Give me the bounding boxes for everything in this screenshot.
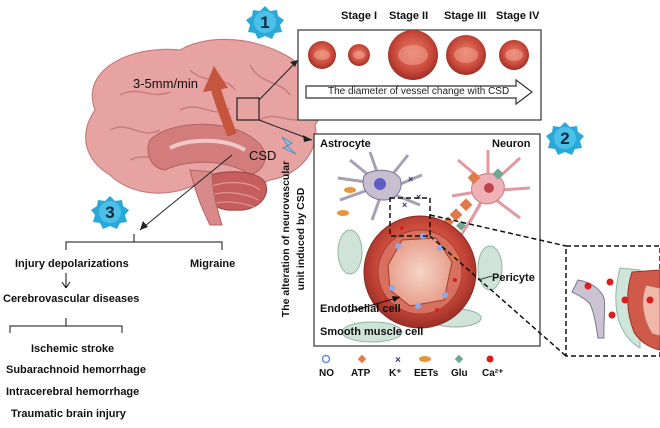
pericyte-label: Pericyte [492, 272, 535, 284]
legend-no-label: NO [319, 368, 334, 379]
migraine-label: Migraine [190, 258, 236, 270]
propagation-arrow [203, 66, 237, 137]
neuron-label: Neuron [492, 138, 531, 150]
disease-item-2: Subarachnoid hemorrhage [6, 364, 146, 376]
badge-2: 2 [546, 122, 584, 155]
badge-3: 3 [91, 196, 129, 229]
tree-connectors [9, 234, 223, 333]
legend-glu-label: Glu [451, 368, 468, 379]
zoom-region-box [389, 197, 431, 237]
csd-label: CSD [249, 148, 277, 163]
legend-no-icon [321, 354, 331, 364]
region-box [236, 97, 260, 121]
brain-illustration [85, 38, 324, 226]
disease-item-1: Ischemic stroke [31, 343, 115, 355]
released-molecules: × × × [337, 174, 473, 231]
nvu-vertical-title: The alteration of neurovascular unit ind… [279, 134, 313, 344]
stage-1-label: Stage I [341, 10, 378, 22]
disease-item-3: Intracerebral hemorrhage [6, 386, 140, 398]
endothelial-label: Endothelial cell [320, 303, 401, 315]
vessel-stage-circles [308, 30, 529, 80]
legend-symbols: × [321, 354, 494, 366]
badge-1-number: 1 [260, 13, 269, 32]
lightning-icon [281, 136, 297, 155]
legend-glu-icon [454, 354, 464, 364]
legend-atp-label: ATP [351, 368, 371, 379]
badge-1: 1 [246, 6, 284, 39]
astrocyte-label: Astrocyte [320, 138, 371, 150]
zoom-inset-content [571, 267, 660, 351]
legend-eets-label: EETs [414, 368, 439, 379]
astrocyte-cell [337, 151, 423, 221]
legend-ca-icon [486, 355, 494, 363]
disease-item-4: Traumatic brain injury [11, 408, 126, 420]
legend-ca-label: Ca²⁺ [482, 368, 504, 379]
rate-label: 3-5mm/min [133, 76, 199, 91]
nvu-vertical-title-line2: unit induced by CSD [295, 187, 307, 291]
cerebrovascular-label: Cerebrovascular diseases [3, 293, 140, 305]
legend-eets-icon [419, 356, 431, 362]
endothelial-pointer [347, 296, 401, 313]
zoom-line-bottom [429, 235, 567, 357]
zoom-line-top [429, 214, 567, 247]
stage-4-label: Stage IV [496, 10, 540, 22]
legend-k-icon: × [395, 355, 401, 366]
brain-to-tree-line [139, 154, 233, 231]
legend-atp-icon [357, 354, 367, 364]
stage-3-label: Stage III [444, 10, 487, 22]
diameter-arrow [305, 78, 533, 106]
injury-label: Injury depolarizations [15, 258, 129, 270]
connector-line [258, 59, 299, 101]
nvu-vertical-title-line1: The alteration of neurovascular [280, 160, 292, 318]
diameter-caption: The diameter of vessel change with CSD [328, 86, 510, 97]
smooth-muscle-label: Smooth muscle cell [320, 326, 424, 338]
stage-2-label: Stage II [389, 10, 429, 22]
legend-k-label: K⁺ [389, 368, 402, 379]
neuron-cell [451, 150, 531, 241]
badge-2-number: 2 [560, 129, 569, 148]
svg-text:×: × [402, 200, 407, 210]
badge-3-number: 3 [105, 203, 114, 222]
svg-text:×: × [408, 174, 413, 184]
connector-line-nvu [258, 119, 313, 141]
svg-text:×: × [416, 192, 421, 202]
